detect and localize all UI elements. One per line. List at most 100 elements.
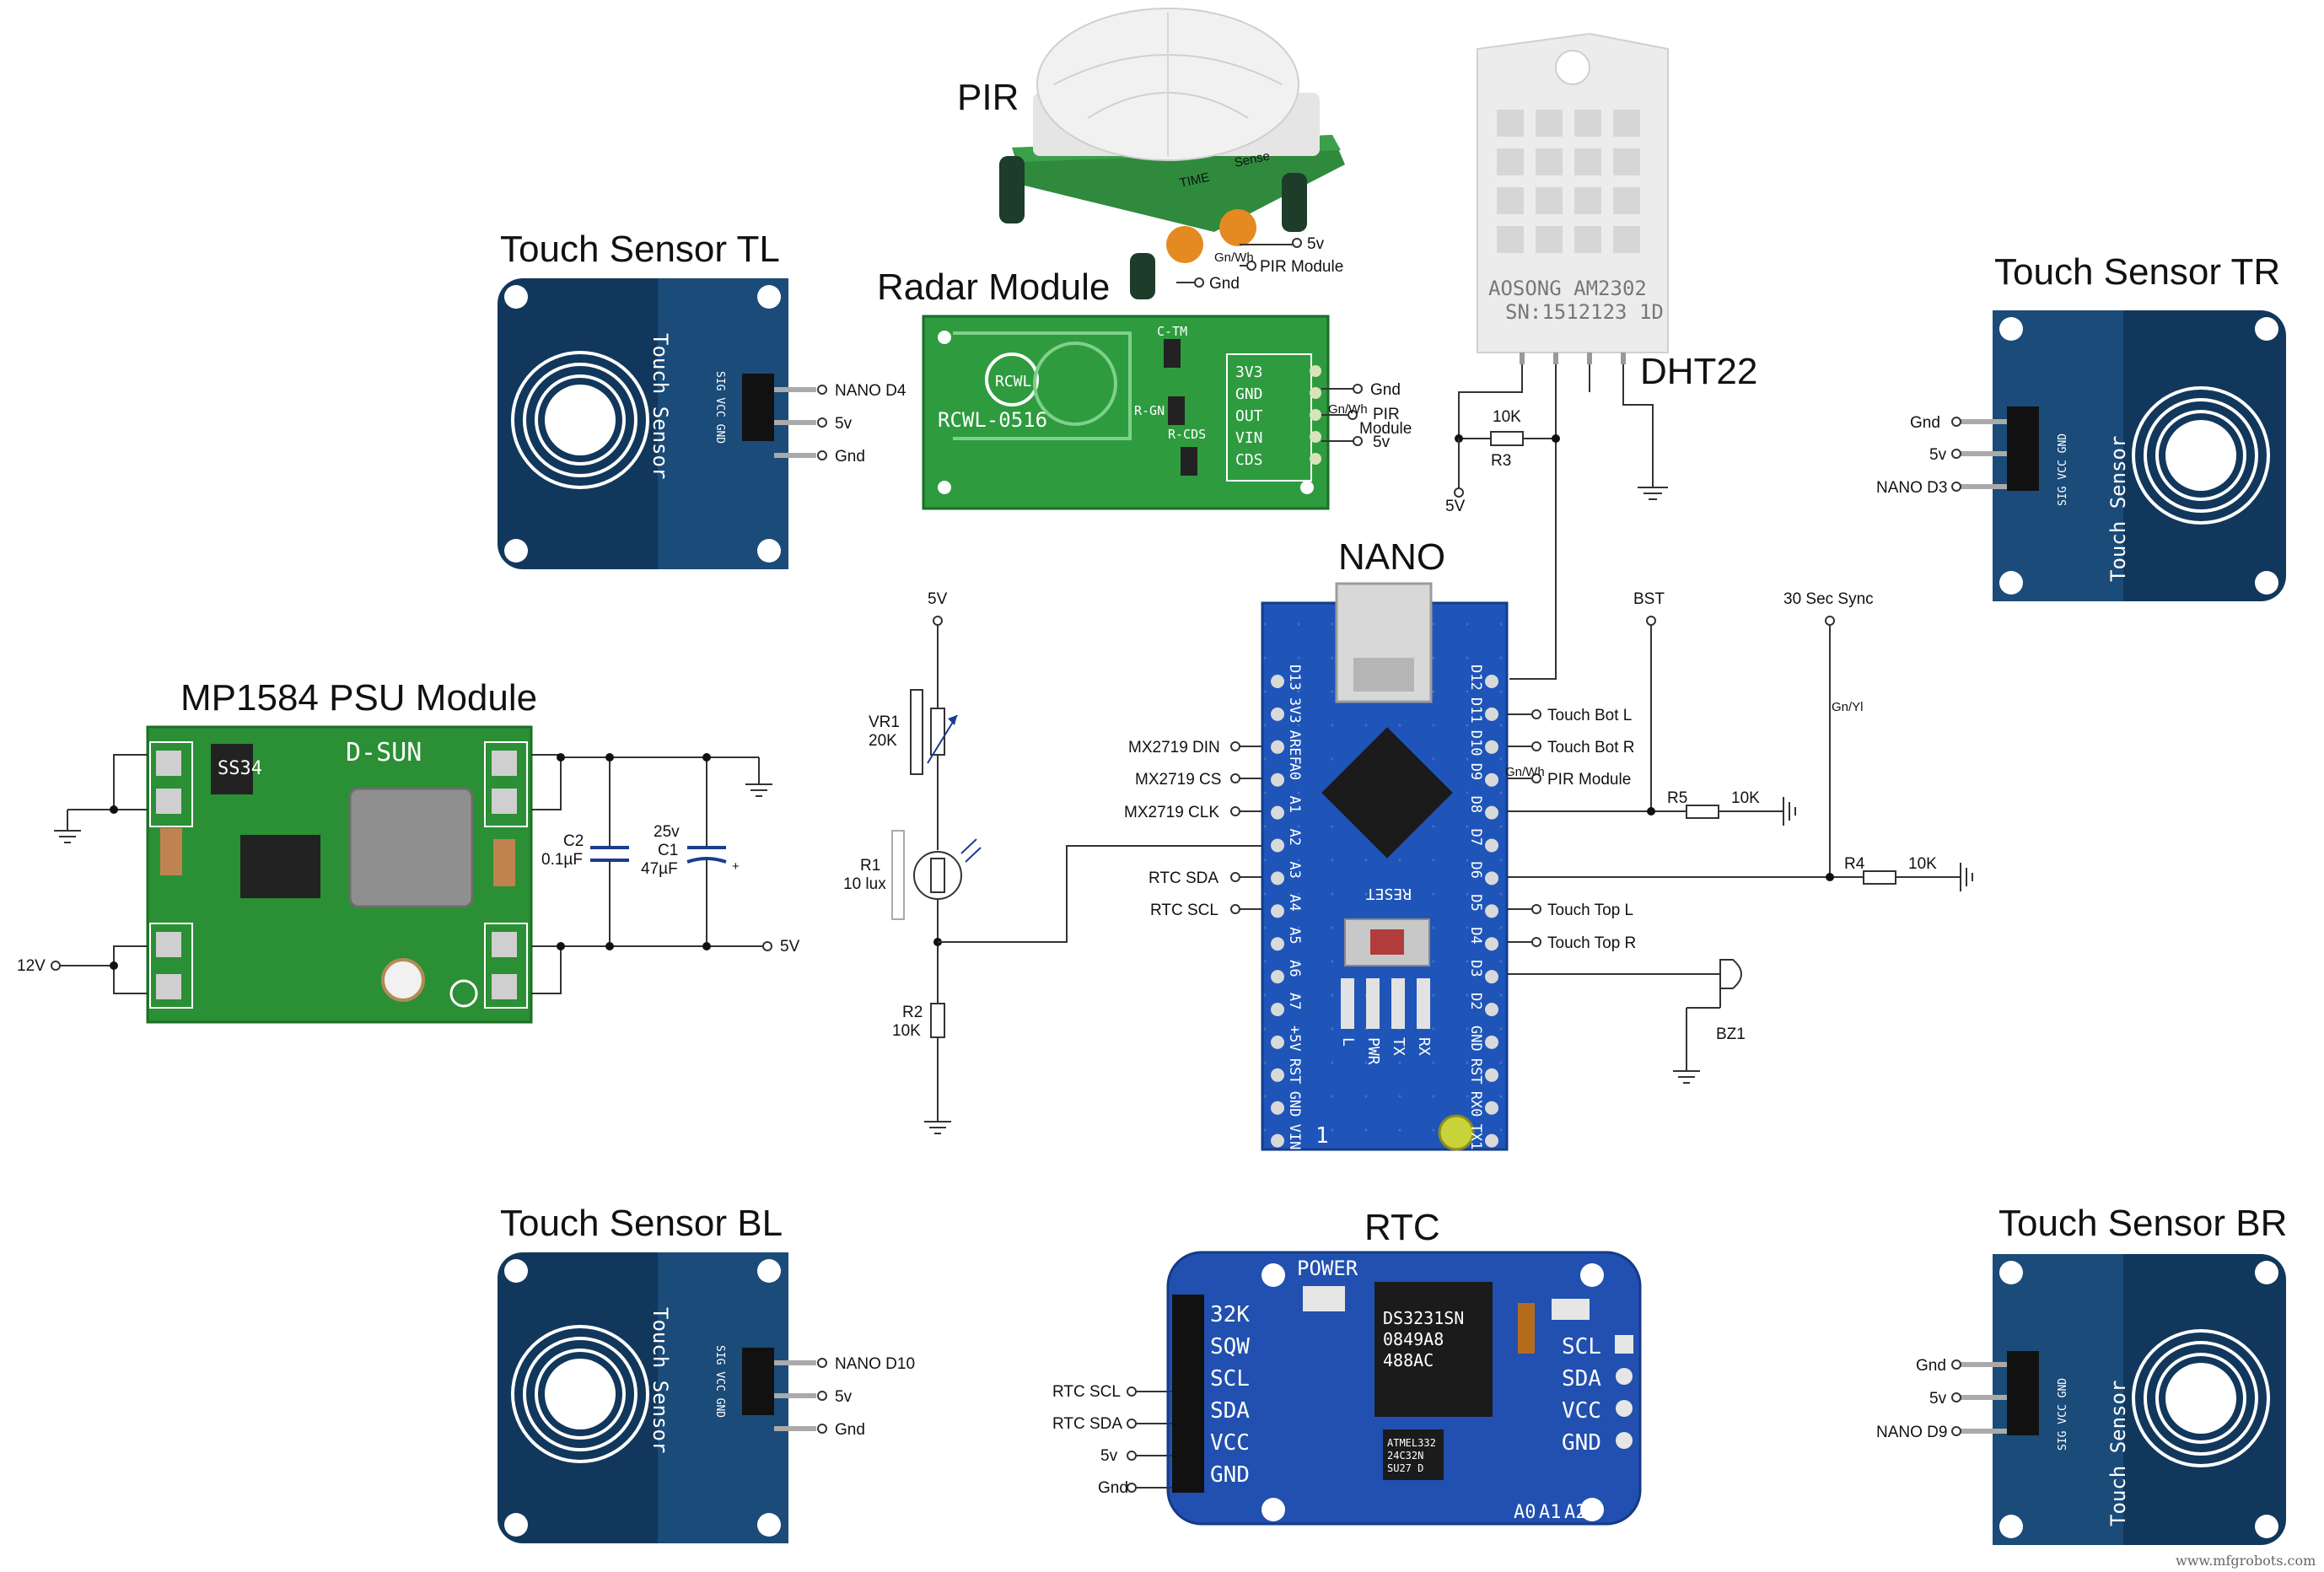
- buzzer-name: BZ1: [1716, 1026, 1746, 1043]
- vr1-potentiometer[interactable]: [930, 708, 945, 756]
- psu-pcb: [146, 725, 533, 1024]
- r1-value: 10 lux: [843, 875, 886, 893]
- touch-tr-title: Touch Sensor TR: [1994, 251, 2280, 293]
- nano-pin-label: D7: [1467, 829, 1484, 846]
- nano-pin-label: RX0: [1467, 1091, 1484, 1117]
- radar-pins: 3V3 GND OUT VIN CDS: [1235, 363, 1321, 469]
- nano-pin-label: D13: [1286, 665, 1303, 691]
- nano-pad: [1485, 805, 1498, 820]
- nano-pad: [1485, 675, 1498, 688]
- psu-trimmer-pot[interactable]: [381, 958, 425, 1002]
- nano-pin-label: D8: [1467, 796, 1484, 813]
- nano-pin-label: A2: [1286, 829, 1303, 846]
- nano-pad: [1485, 871, 1498, 886]
- touch-tl-pad-icon[interactable]: [511, 351, 649, 489]
- svg-text:PWR: PWR: [1364, 1037, 1382, 1065]
- nano-pin-label: TX1: [1467, 1124, 1484, 1150]
- dht-supply: 5V: [1445, 498, 1466, 515]
- nano-pad: [1485, 1035, 1498, 1049]
- touch-bl-pin-vcc: 5v: [835, 1388, 853, 1406]
- psu-inductor: [348, 787, 474, 908]
- radar-logo-icon: [985, 353, 1039, 406]
- touch-bl-pin-sig: NANO D10: [835, 1355, 915, 1373]
- nano-wire-color: Gn/Wh: [1505, 765, 1545, 779]
- rtc-ds3231-chip: [1374, 1282, 1493, 1417]
- radar-pin-out-2: Module: [1359, 420, 1412, 438]
- nano-pin-label: RST: [1286, 1058, 1303, 1085]
- pir-pin-5v: 5v: [1307, 235, 1325, 253]
- dht-serial: SN:1512123 1D: [1505, 300, 1664, 324]
- touch-br-pin-vcc: 5v: [1929, 1390, 1947, 1408]
- r3-value: 10K: [1493, 408, 1521, 426]
- psu-diode: SS34: [218, 758, 262, 779]
- bst-label: BST: [1633, 590, 1665, 608]
- rtc-left-pins: 32K SQW SCL SDA VCC GND: [1210, 1302, 1250, 1488]
- r3-name: R3: [1491, 452, 1511, 470]
- radar-logo: RCWL: [995, 373, 1032, 390]
- nano-pad: [1271, 675, 1284, 688]
- svg-text:R-GN: R-GN: [1134, 403, 1165, 418]
- r4-value: 10K: [1908, 855, 1937, 873]
- touch-br-pad-icon[interactable]: [2132, 1329, 2270, 1467]
- nano-pin-label: D12: [1467, 665, 1484, 691]
- nano-pad: [1485, 838, 1498, 853]
- nano-label-touch-top-l: Touch Top L: [1547, 902, 1633, 919]
- rtc-power-label: POWER: [1297, 1257, 1358, 1280]
- vr1-frame: [910, 689, 923, 775]
- nano-pin-label: A6: [1286, 960, 1303, 977]
- pir-module: PIR TIME Sense 5v Gn/Wh PIR Module Gnd: [957, 8, 1345, 299]
- svg-text:VCC: VCC: [1562, 1398, 1601, 1424]
- nano-pad: [1485, 970, 1498, 984]
- nano-pad: [1485, 773, 1498, 787]
- rtc-power-led: [1303, 1286, 1345, 1311]
- nano-pin-label: A7: [1286, 993, 1303, 1009]
- rtc-wire-5v: 5v: [1100, 1447, 1118, 1465]
- dht-vent-grid: [1497, 110, 1640, 253]
- touch-bl-header: [742, 1348, 774, 1415]
- psu-ic: [240, 835, 320, 898]
- touch-sensor-tr: Touch Sensor TR Touch Sensor SIG VCC GND…: [1876, 251, 2286, 601]
- ldr-network: 5V VR1 20K R1 10 lux R2 10K: [843, 590, 1265, 1134]
- touch-sensor-bl: Touch Sensor BL Touch Sensor SIG VCC GND…: [498, 1203, 915, 1543]
- touch-tr-pin-gnd: Gnd: [1910, 414, 1940, 432]
- psu-module: MP1584 PSU Module D-SUN SS34: [17, 677, 800, 1024]
- touch-tr-pad-icon[interactable]: [2132, 386, 2270, 525]
- psu-input: 12V: [17, 957, 46, 975]
- svg-text:VCC: VCC: [1210, 1430, 1250, 1456]
- nano-label-rtc-scl: RTC SCL: [1150, 902, 1218, 919]
- nano-pad: [1271, 740, 1284, 754]
- radar-model: RCWL-0516: [938, 408, 1047, 432]
- r3-resistor: [1490, 431, 1524, 446]
- nano-pad: [1271, 838, 1284, 853]
- touch-tr-silk: Touch Sensor: [2106, 436, 2130, 582]
- nano-pin-label: A0: [1286, 763, 1303, 780]
- nano-reset-label: RESET: [1366, 885, 1412, 902]
- svg-text:488AC: 488AC: [1383, 1350, 1434, 1370]
- touch-bl-title: Touch Sensor BL: [500, 1203, 783, 1244]
- r4-resistor: [1863, 870, 1896, 885]
- svg-text:CDS: CDS: [1235, 451, 1263, 469]
- pir-time-pot[interactable]: [1166, 226, 1203, 263]
- nano-pin-label: D10: [1467, 730, 1484, 756]
- rtc-left-header: [1172, 1295, 1204, 1493]
- rtc-addr-a0: A0: [1514, 1502, 1536, 1523]
- r4-name: R4: [1844, 855, 1865, 873]
- watermark: www.mfgrobots.com: [2176, 1553, 2316, 1569]
- pir-title: PIR: [957, 77, 1019, 118]
- pir-capacitor: [999, 156, 1025, 223]
- c1-rating: 25v: [654, 823, 680, 841]
- pir-sense-pot[interactable]: [1219, 209, 1256, 246]
- nano-pad: [1485, 1101, 1498, 1115]
- ldr-supply: 5V: [928, 590, 948, 608]
- nano-mcu: [1321, 727, 1453, 859]
- nano-label-clk: MX2719 CLK: [1124, 804, 1219, 821]
- rtc-right-pins: SCL SDA VCC GND: [1562, 1334, 1633, 1456]
- buzzer-icon: [1719, 959, 1742, 989]
- radar-pin-gnd: Gnd: [1370, 381, 1401, 399]
- nano-pin-label: 3V3: [1286, 697, 1303, 724]
- nano-pad: [1271, 805, 1284, 820]
- touch-bl-pad-icon[interactable]: [511, 1325, 649, 1463]
- touch-tr-pin-vcc: 5v: [1929, 446, 1947, 464]
- svg-text:GND: GND: [1210, 1462, 1250, 1488]
